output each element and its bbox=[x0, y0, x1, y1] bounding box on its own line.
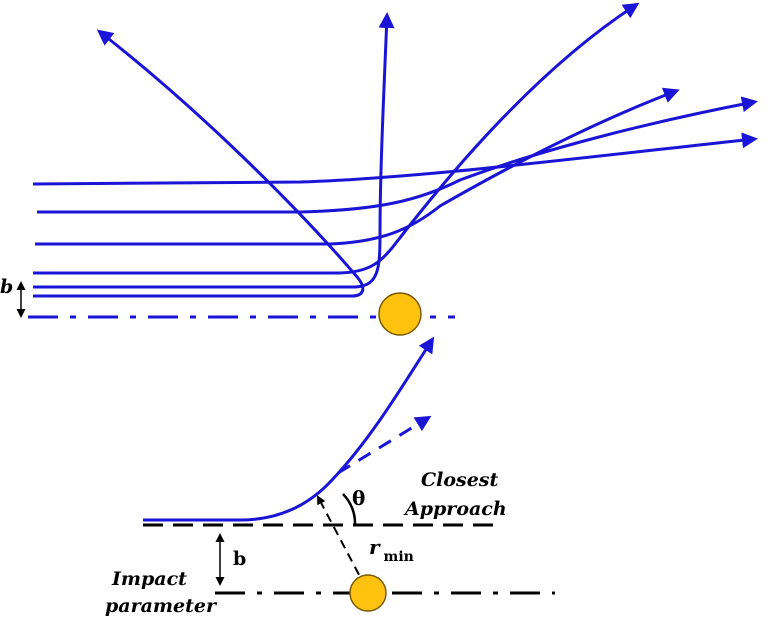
bottom-nucleus bbox=[349, 574, 387, 612]
rmin-sub: min bbox=[384, 549, 414, 565]
top-b-label: b bbox=[0, 276, 13, 298]
trajectory-1 bbox=[32, 132, 758, 186]
rmin-line bbox=[317, 495, 367, 589]
trajectory-5 bbox=[33, 12, 395, 289]
theta-label: θ bbox=[352, 486, 365, 510]
trajectory-4 bbox=[33, 2, 640, 275]
trajectory-6 bbox=[33, 29, 365, 298]
impact-label-line1: Impact bbox=[111, 568, 187, 590]
tangent-asymptote bbox=[337, 415, 432, 475]
trajectories-group bbox=[32, 2, 758, 298]
rmin-label: r min bbox=[369, 535, 414, 565]
top-nucleus bbox=[378, 292, 422, 336]
closest-label-line2: Approach bbox=[403, 498, 507, 520]
trajectory-3 bbox=[35, 87, 680, 246]
closest-label-line1: Closest bbox=[421, 469, 498, 491]
rmin-r: r bbox=[369, 535, 381, 559]
trajectory-2 bbox=[37, 96, 758, 214]
theta-arc bbox=[342, 493, 357, 526]
impact-label-line2: parameter bbox=[105, 595, 218, 617]
bottom-trajectory bbox=[143, 336, 435, 522]
bottom-b-label: b bbox=[233, 548, 246, 570]
